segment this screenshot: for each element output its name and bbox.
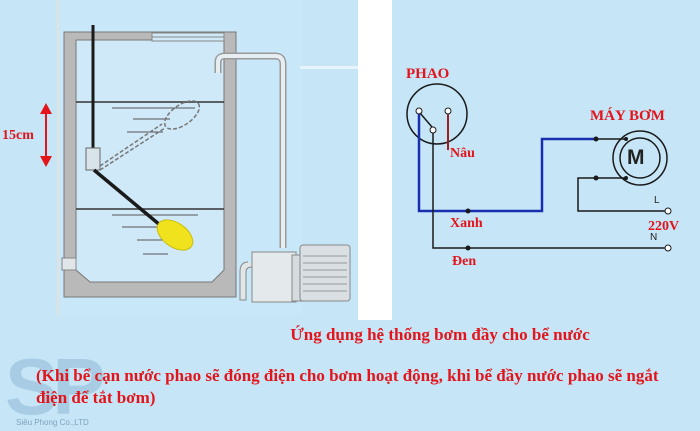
motor-icon: M [627, 146, 645, 169]
voltage-label: 220V [648, 219, 680, 234]
line-terminal-label: L [654, 195, 660, 206]
caption-title: Ứng dụng hệ thống bơm đầy cho bể nước [290, 325, 590, 344]
brown-wire-label: Nâu [450, 146, 475, 161]
level-difference-label: 15cm [2, 128, 34, 143]
black-wire-label: Đen [452, 254, 477, 269]
watermark-company: Siêu Phong Co.,LTD [16, 418, 89, 427]
divider-line [300, 66, 358, 69]
float-switch-label: PHAO [406, 66, 450, 82]
blue-wire-label: Xanh [450, 216, 483, 231]
divider-strip [358, 0, 392, 320]
caption-description: (Khi bể cạn nước phao sẽ đóng điện cho b… [36, 366, 659, 407]
watermark-logo: SP [5, 342, 106, 431]
pump-label: MÁY BƠM [590, 108, 665, 124]
neutral-terminal-label: N [650, 232, 658, 243]
